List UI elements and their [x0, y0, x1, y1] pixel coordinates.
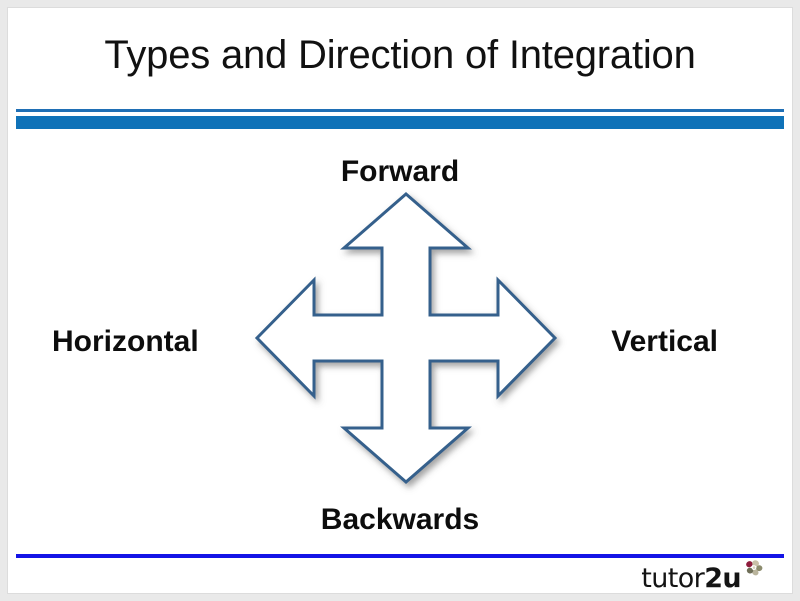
header-divider-thick [16, 116, 784, 129]
logo-text-accent: 2u [704, 563, 741, 594]
label-vertical: Vertical [611, 325, 718, 358]
page-title: Types and Direction of Integration [104, 33, 696, 77]
label-forward: Forward [340, 155, 460, 188]
tutor2u-logo: tutor2u [641, 560, 764, 596]
footer-divider [16, 554, 784, 558]
four-way-arrow-icon [254, 192, 561, 484]
label-horizontal: Horizontal [52, 325, 199, 358]
slide-page: Types and Direction of Integration Forwa… [8, 8, 792, 596]
arrow-outline-path [254, 192, 558, 484]
logo-text: tutor2u [641, 564, 741, 594]
header-divider-thin [16, 109, 784, 112]
four-way-arrow-svg [254, 192, 558, 484]
label-backwards: Backwards [320, 503, 480, 536]
logo-text-primary: tutor [641, 563, 705, 594]
flower-icon [742, 558, 764, 585]
